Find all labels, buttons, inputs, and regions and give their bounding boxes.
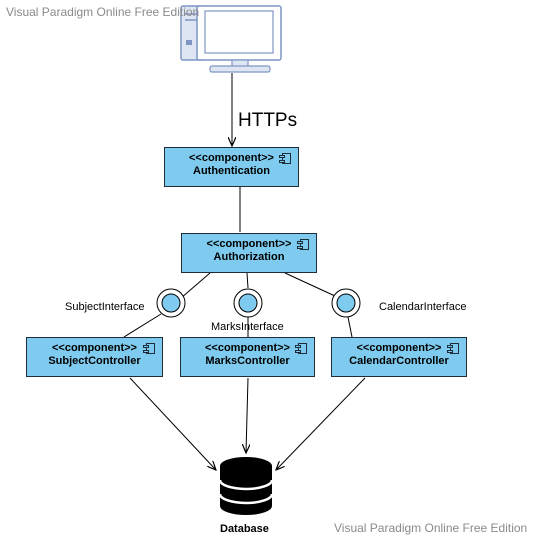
protocol-label: HTTPs — [238, 110, 298, 131]
subject-interface-label: SubjectInterface — [65, 301, 145, 313]
calendar-controller-component[interactable]: <<component>> CalendarController — [331, 337, 467, 377]
subject-to-database — [129, 377, 216, 470]
marks-interface-icon — [233, 288, 263, 318]
component-name: Authentication — [193, 165, 270, 177]
marks-interface-link — [246, 272, 249, 289]
component-name: Authorization — [213, 251, 285, 263]
component-icon — [143, 343, 155, 354]
calendar-to-database — [276, 377, 366, 470]
component-name: CalendarController — [349, 355, 449, 367]
component-stereotype: <<component>> — [356, 342, 442, 354]
subject-controller-component[interactable]: <<component>> SubjectController — [26, 337, 163, 377]
watermark-bottom: Visual Paradigm Online Free Edition — [334, 521, 528, 535]
authorization-component[interactable]: <<component>> Authorization — [181, 233, 317, 273]
component-stereotype: <<component>> — [52, 342, 137, 354]
marks-to-database — [246, 377, 248, 453]
component-stereotype: <<component>> — [206, 238, 292, 250]
calendar-interface-label: CalendarInterface — [379, 301, 467, 313]
component-stereotype: <<component>> — [189, 152, 274, 164]
subject-controller-link — [123, 313, 162, 338]
subject-interface-link — [180, 272, 211, 299]
computer-icon — [180, 5, 282, 73]
component-icon — [447, 343, 459, 354]
component-icon — [279, 153, 291, 164]
marks-interface-label: MarksInterface — [211, 321, 284, 333]
watermark-top: Visual Paradigm Online Free Edition — [6, 5, 200, 19]
component-name: MarksController — [205, 355, 290, 367]
component-icon — [297, 239, 309, 250]
component-icon — [295, 343, 307, 354]
calendar-interface-icon — [331, 288, 361, 318]
calendar-controller-link — [347, 316, 353, 338]
component-stereotype: <<component>> — [205, 342, 290, 354]
database-label: Database — [220, 523, 269, 535]
component-name: SubjectController — [48, 355, 141, 367]
calendar-interface-link — [284, 272, 336, 297]
authentication-component[interactable]: <<component>> Authentication — [164, 147, 299, 187]
marks-controller-component[interactable]: <<component>> MarksController — [180, 337, 315, 377]
database-icon — [218, 457, 274, 515]
subject-interface-icon — [156, 288, 186, 318]
